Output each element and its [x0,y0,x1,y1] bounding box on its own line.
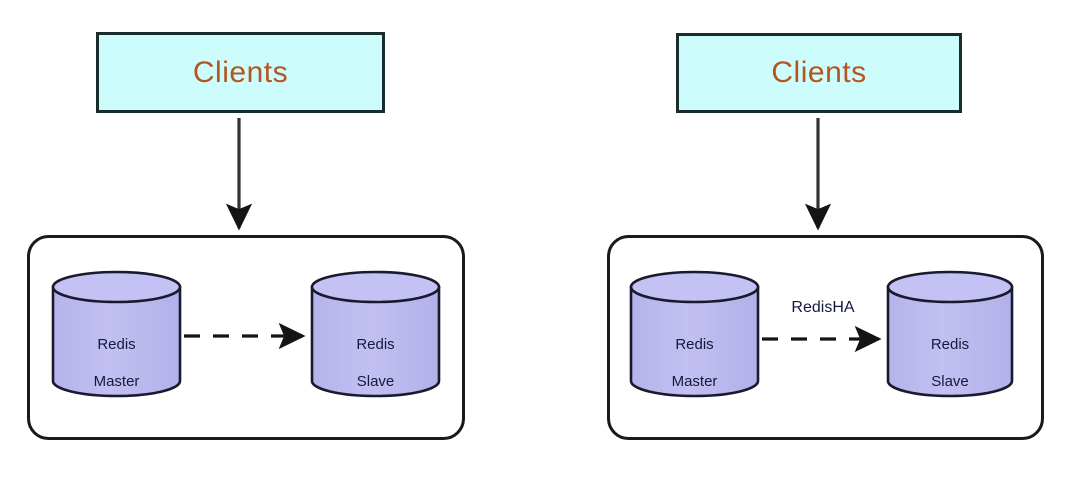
left-clients-box[interactable]: Clients [96,32,385,113]
right-clients-label: Clients [771,56,867,89]
panel-left [27,118,465,440]
right-clients-box[interactable]: Clients [676,33,962,113]
panel-right [607,118,1044,440]
left-redis-master-cylinder [51,270,182,398]
redisha-edge-label: RedisHA [791,299,855,316]
left-redis-slave-cylinder [310,270,441,398]
right-redis-master-cylinder [629,270,760,398]
right-redis-slave-cylinder [886,270,1014,398]
left-redis-cluster-boundary [27,235,465,440]
right-redis-cluster-boundary [607,235,1044,440]
left-clients-label: Clients [192,55,289,89]
